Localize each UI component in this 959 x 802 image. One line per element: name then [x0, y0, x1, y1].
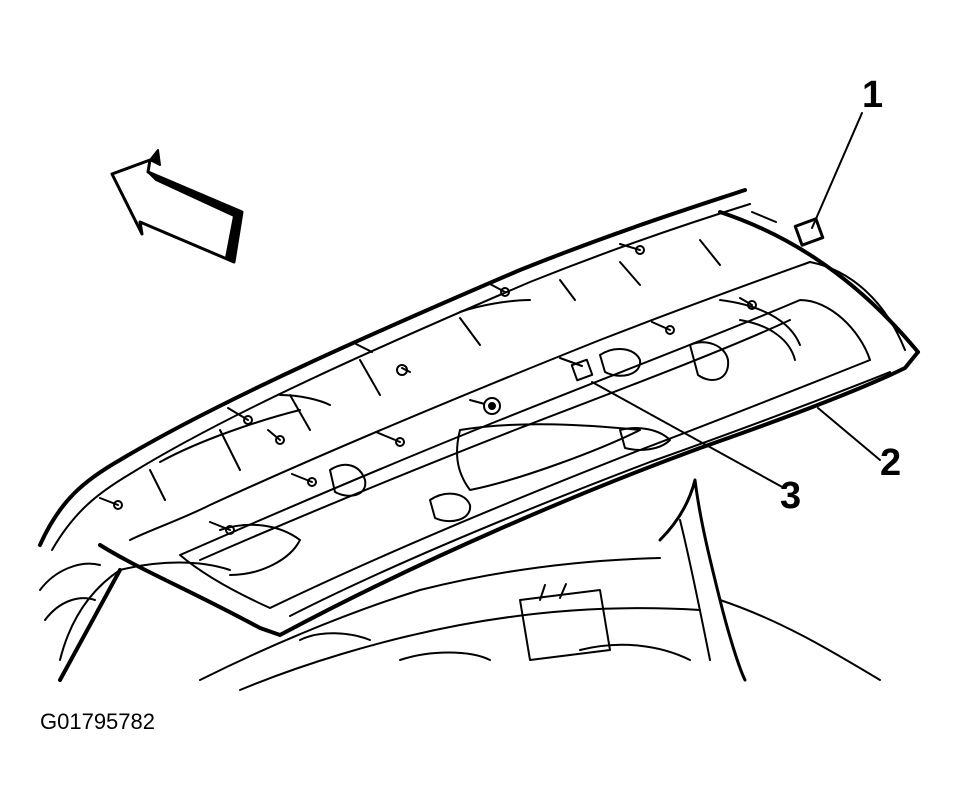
- front-direction-arrow-icon: [110, 149, 244, 264]
- callout-3: 3: [780, 475, 802, 517]
- push-pin-retainers: [99, 211, 825, 535]
- callout-1: 1: [862, 74, 884, 116]
- callout-leaders: [591, 112, 881, 489]
- figure-id: G01795782: [40, 709, 155, 734]
- callout-2: 2: [880, 442, 902, 484]
- trim-panel: [129, 239, 906, 609]
- body-opening: [39, 478, 881, 691]
- trunk-lid-outline: [38, 188, 920, 637]
